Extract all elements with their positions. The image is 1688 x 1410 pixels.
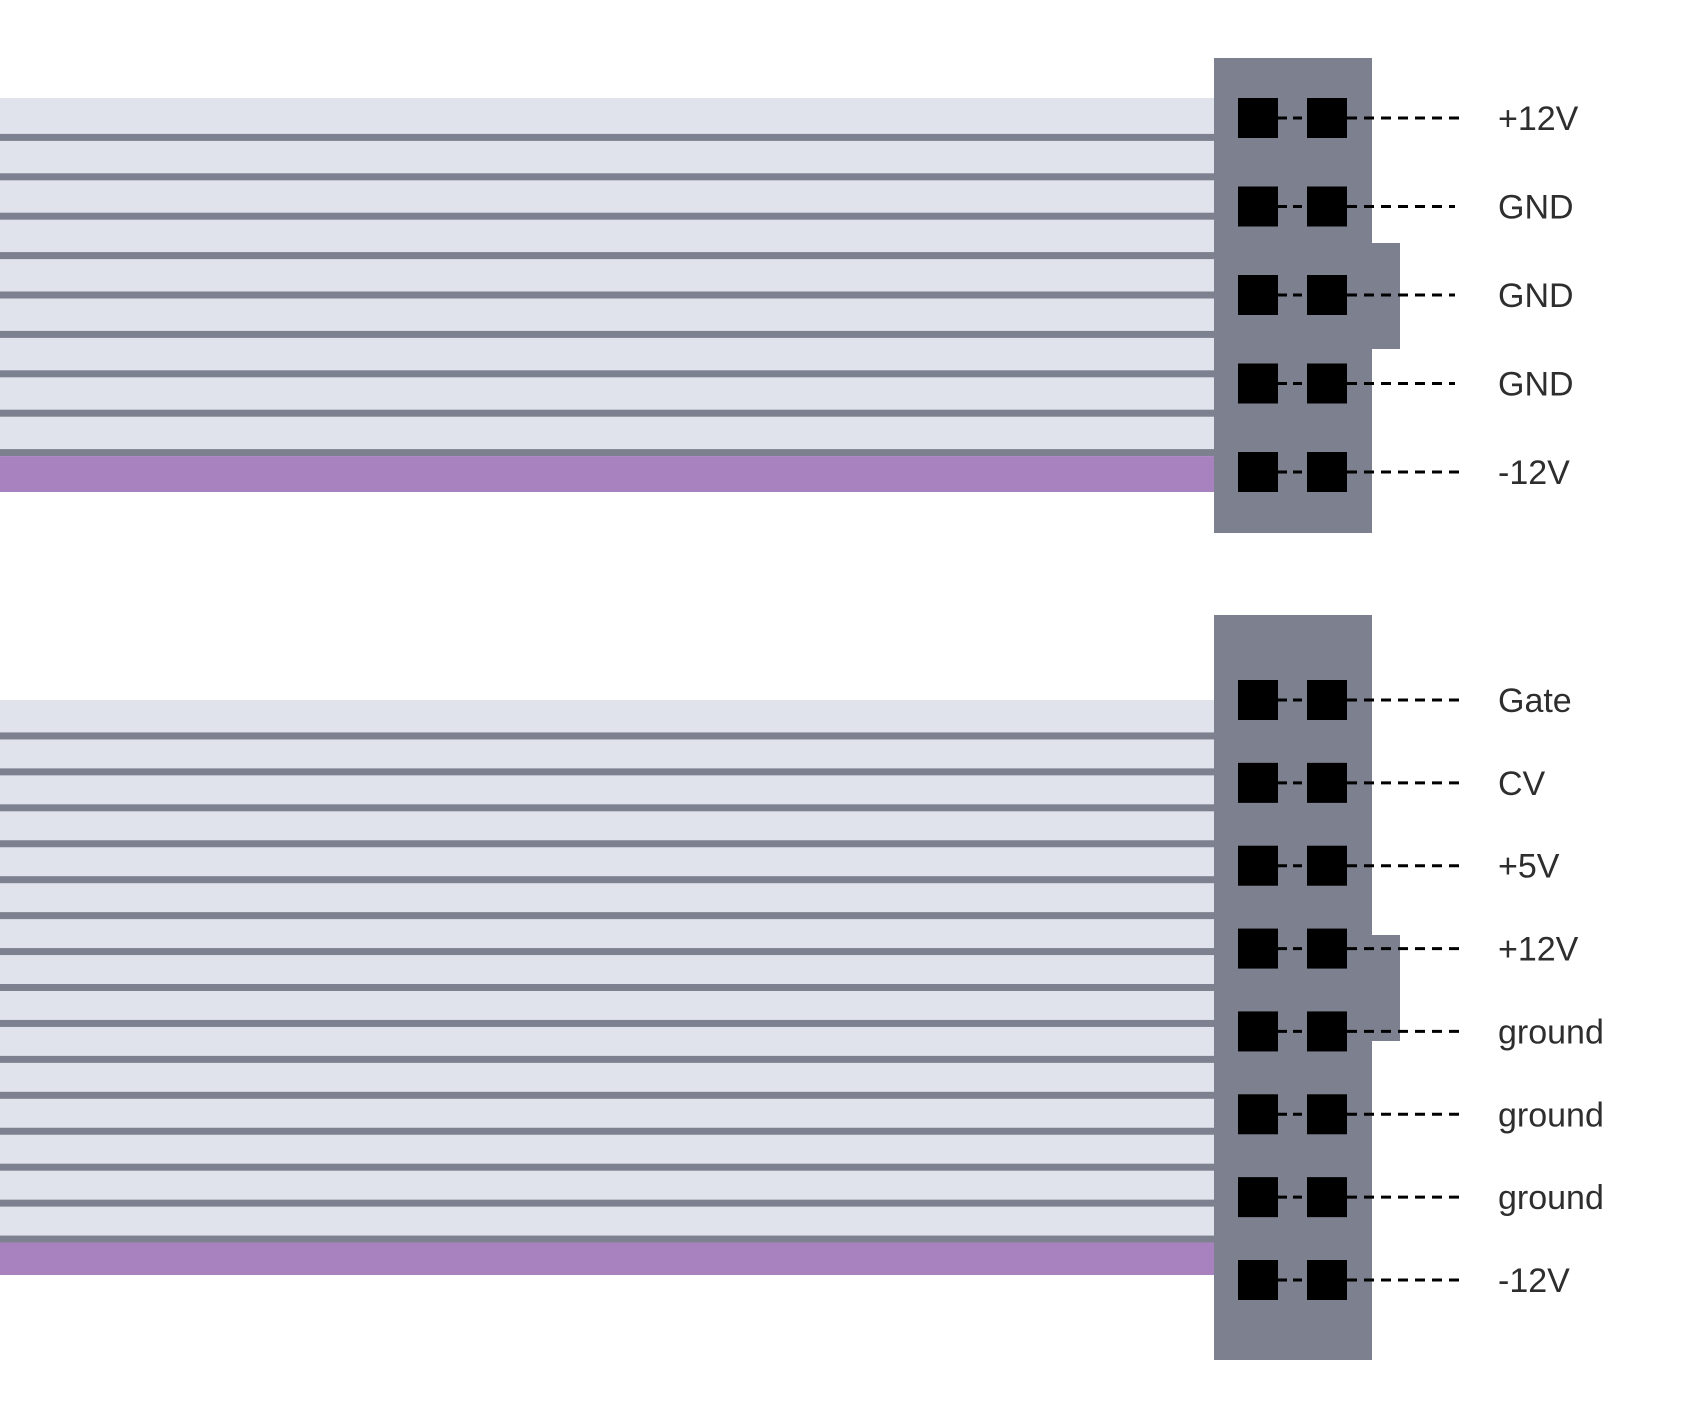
wire-separator (0, 370, 1214, 378)
wire-separator (0, 948, 1214, 956)
pin-right (1307, 363, 1347, 404)
pin-left (1238, 1011, 1278, 1052)
pin-left (1238, 275, 1278, 315)
pin-row: -12V (1238, 452, 1570, 492)
pin-row: ground (1238, 1094, 1604, 1135)
stripe-wire (0, 1242, 1214, 1275)
wire-separator (0, 1235, 1214, 1243)
wire-separator (0, 1199, 1214, 1207)
pin-label: GND (1498, 277, 1574, 315)
pin-right (1307, 452, 1347, 492)
pin-label: -12V (1498, 454, 1570, 492)
pin-right (1307, 1260, 1347, 1300)
pin-row: ground (1238, 1177, 1604, 1218)
connector-housing (1214, 615, 1372, 1360)
pin-left (1238, 1260, 1278, 1300)
pin-right (1307, 845, 1347, 886)
pin-row: GND (1238, 275, 1574, 315)
wire-separator (0, 876, 1214, 884)
wire-separator (0, 1055, 1214, 1063)
wire-separator (0, 984, 1214, 991)
wire-separator (0, 212, 1214, 220)
pin-left (1238, 363, 1278, 404)
pin-right (1307, 762, 1347, 803)
wire-separator (0, 173, 1214, 181)
pin-left (1238, 928, 1278, 969)
pin-label: ground (1498, 1013, 1604, 1051)
wire-separator (0, 291, 1214, 299)
pin-right (1307, 1177, 1347, 1218)
pin-right (1307, 98, 1347, 138)
wire-separator (0, 912, 1214, 920)
pin-label: GND (1498, 189, 1574, 227)
wire-separator (0, 252, 1214, 260)
pin-left (1238, 845, 1278, 886)
pin-row: GND (1238, 186, 1574, 227)
pin-left (1238, 98, 1278, 138)
wire-separator (0, 1019, 1214, 1027)
pin-row: +12V (1238, 98, 1579, 138)
pin-label: +5V (1498, 848, 1560, 886)
pin-right (1307, 928, 1347, 969)
polarization-key (1372, 935, 1400, 1041)
ribbon-cable (0, 700, 1214, 1275)
wire-separator (0, 804, 1214, 812)
pin-left (1238, 1177, 1278, 1218)
pin-label: ground (1498, 1179, 1604, 1217)
stripe-wire (0, 456, 1214, 492)
connector-10-pin: +12V GND GND GND -12V (0, 58, 1579, 533)
wire-separator (0, 732, 1214, 740)
pin-left (1238, 762, 1278, 803)
wire-separator (0, 330, 1214, 338)
pin-label: Gate (1498, 682, 1572, 720)
wire-separator (0, 409, 1214, 417)
pin-right (1307, 1094, 1347, 1135)
wire-separator (0, 840, 1214, 848)
pin-row: +5V (1238, 845, 1560, 886)
pin-right (1307, 275, 1347, 315)
pin-label: +12V (1498, 100, 1579, 138)
pin-row: GND (1238, 363, 1574, 404)
wire-separator (0, 1127, 1214, 1135)
pin-label: GND (1498, 366, 1574, 404)
connector-body (1214, 615, 1400, 1360)
pin-row: CV (1238, 762, 1546, 803)
ribbon-cable (0, 98, 1214, 492)
pin-left (1238, 1094, 1278, 1135)
pin-left (1238, 680, 1278, 720)
pin-row: Gate (1238, 680, 1572, 720)
pin-row: ground (1238, 1011, 1604, 1052)
wire-separator (0, 449, 1214, 457)
wire-separator (0, 1163, 1214, 1171)
pin-label: +12V (1498, 931, 1579, 969)
pin-row: -12V (1238, 1260, 1570, 1300)
pin-right (1307, 1011, 1347, 1052)
wire-separator (0, 768, 1214, 776)
pin-rows: +12V GND GND GND -12V (1238, 98, 1579, 492)
pin-row: +12V (1238, 928, 1579, 969)
wire-separator (0, 1091, 1214, 1099)
pin-right (1307, 680, 1347, 720)
pin-label: ground (1498, 1096, 1604, 1134)
wire-separator (0, 133, 1214, 141)
pin-label: CV (1498, 765, 1546, 803)
pin-left (1238, 452, 1278, 492)
pin-left (1238, 186, 1278, 227)
pin-label: -12V (1498, 1262, 1570, 1300)
pin-right (1307, 186, 1347, 227)
